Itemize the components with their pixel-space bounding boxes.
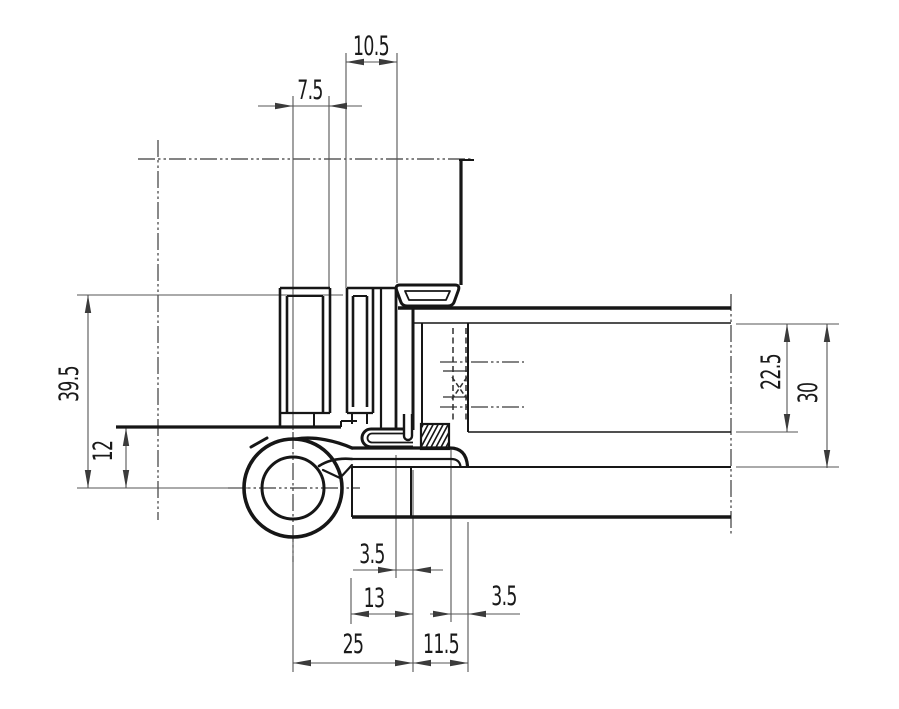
screw-hatch-block (419, 422, 451, 451)
hinge-leaf-plates (116, 286, 398, 429)
dim-label-13: 13 (363, 582, 385, 614)
dim-label-30: 30 (792, 382, 824, 404)
centerlines (138, 140, 732, 562)
dim-label-11-5: 11.5 (423, 628, 460, 660)
hinge-knuckle (242, 436, 470, 539)
dimension-lines (87, 61, 828, 664)
gasket-seal (394, 283, 461, 308)
dimension-arrows (84, 58, 831, 667)
door-leaf-edge (459, 159, 474, 285)
extension-lines (77, 53, 839, 672)
dim-label-22-5: 22.5 (755, 354, 787, 390)
dim-label-10-5: 10.5 (353, 30, 390, 62)
dim-label-3-5-screw: 3.5 (491, 580, 517, 612)
clip-hook-detail (360, 414, 414, 449)
dim-label-7-5: 7.5 (297, 74, 323, 106)
hidden-screw-lines (443, 328, 468, 422)
dim-label-3-5-gap: 3.5 (359, 538, 385, 570)
dim-label-12: 12 (87, 440, 119, 462)
dim-label-39-5: 39.5 (53, 366, 85, 402)
frame-profile (351, 306, 731, 519)
dim-label-25: 25 (342, 628, 364, 660)
